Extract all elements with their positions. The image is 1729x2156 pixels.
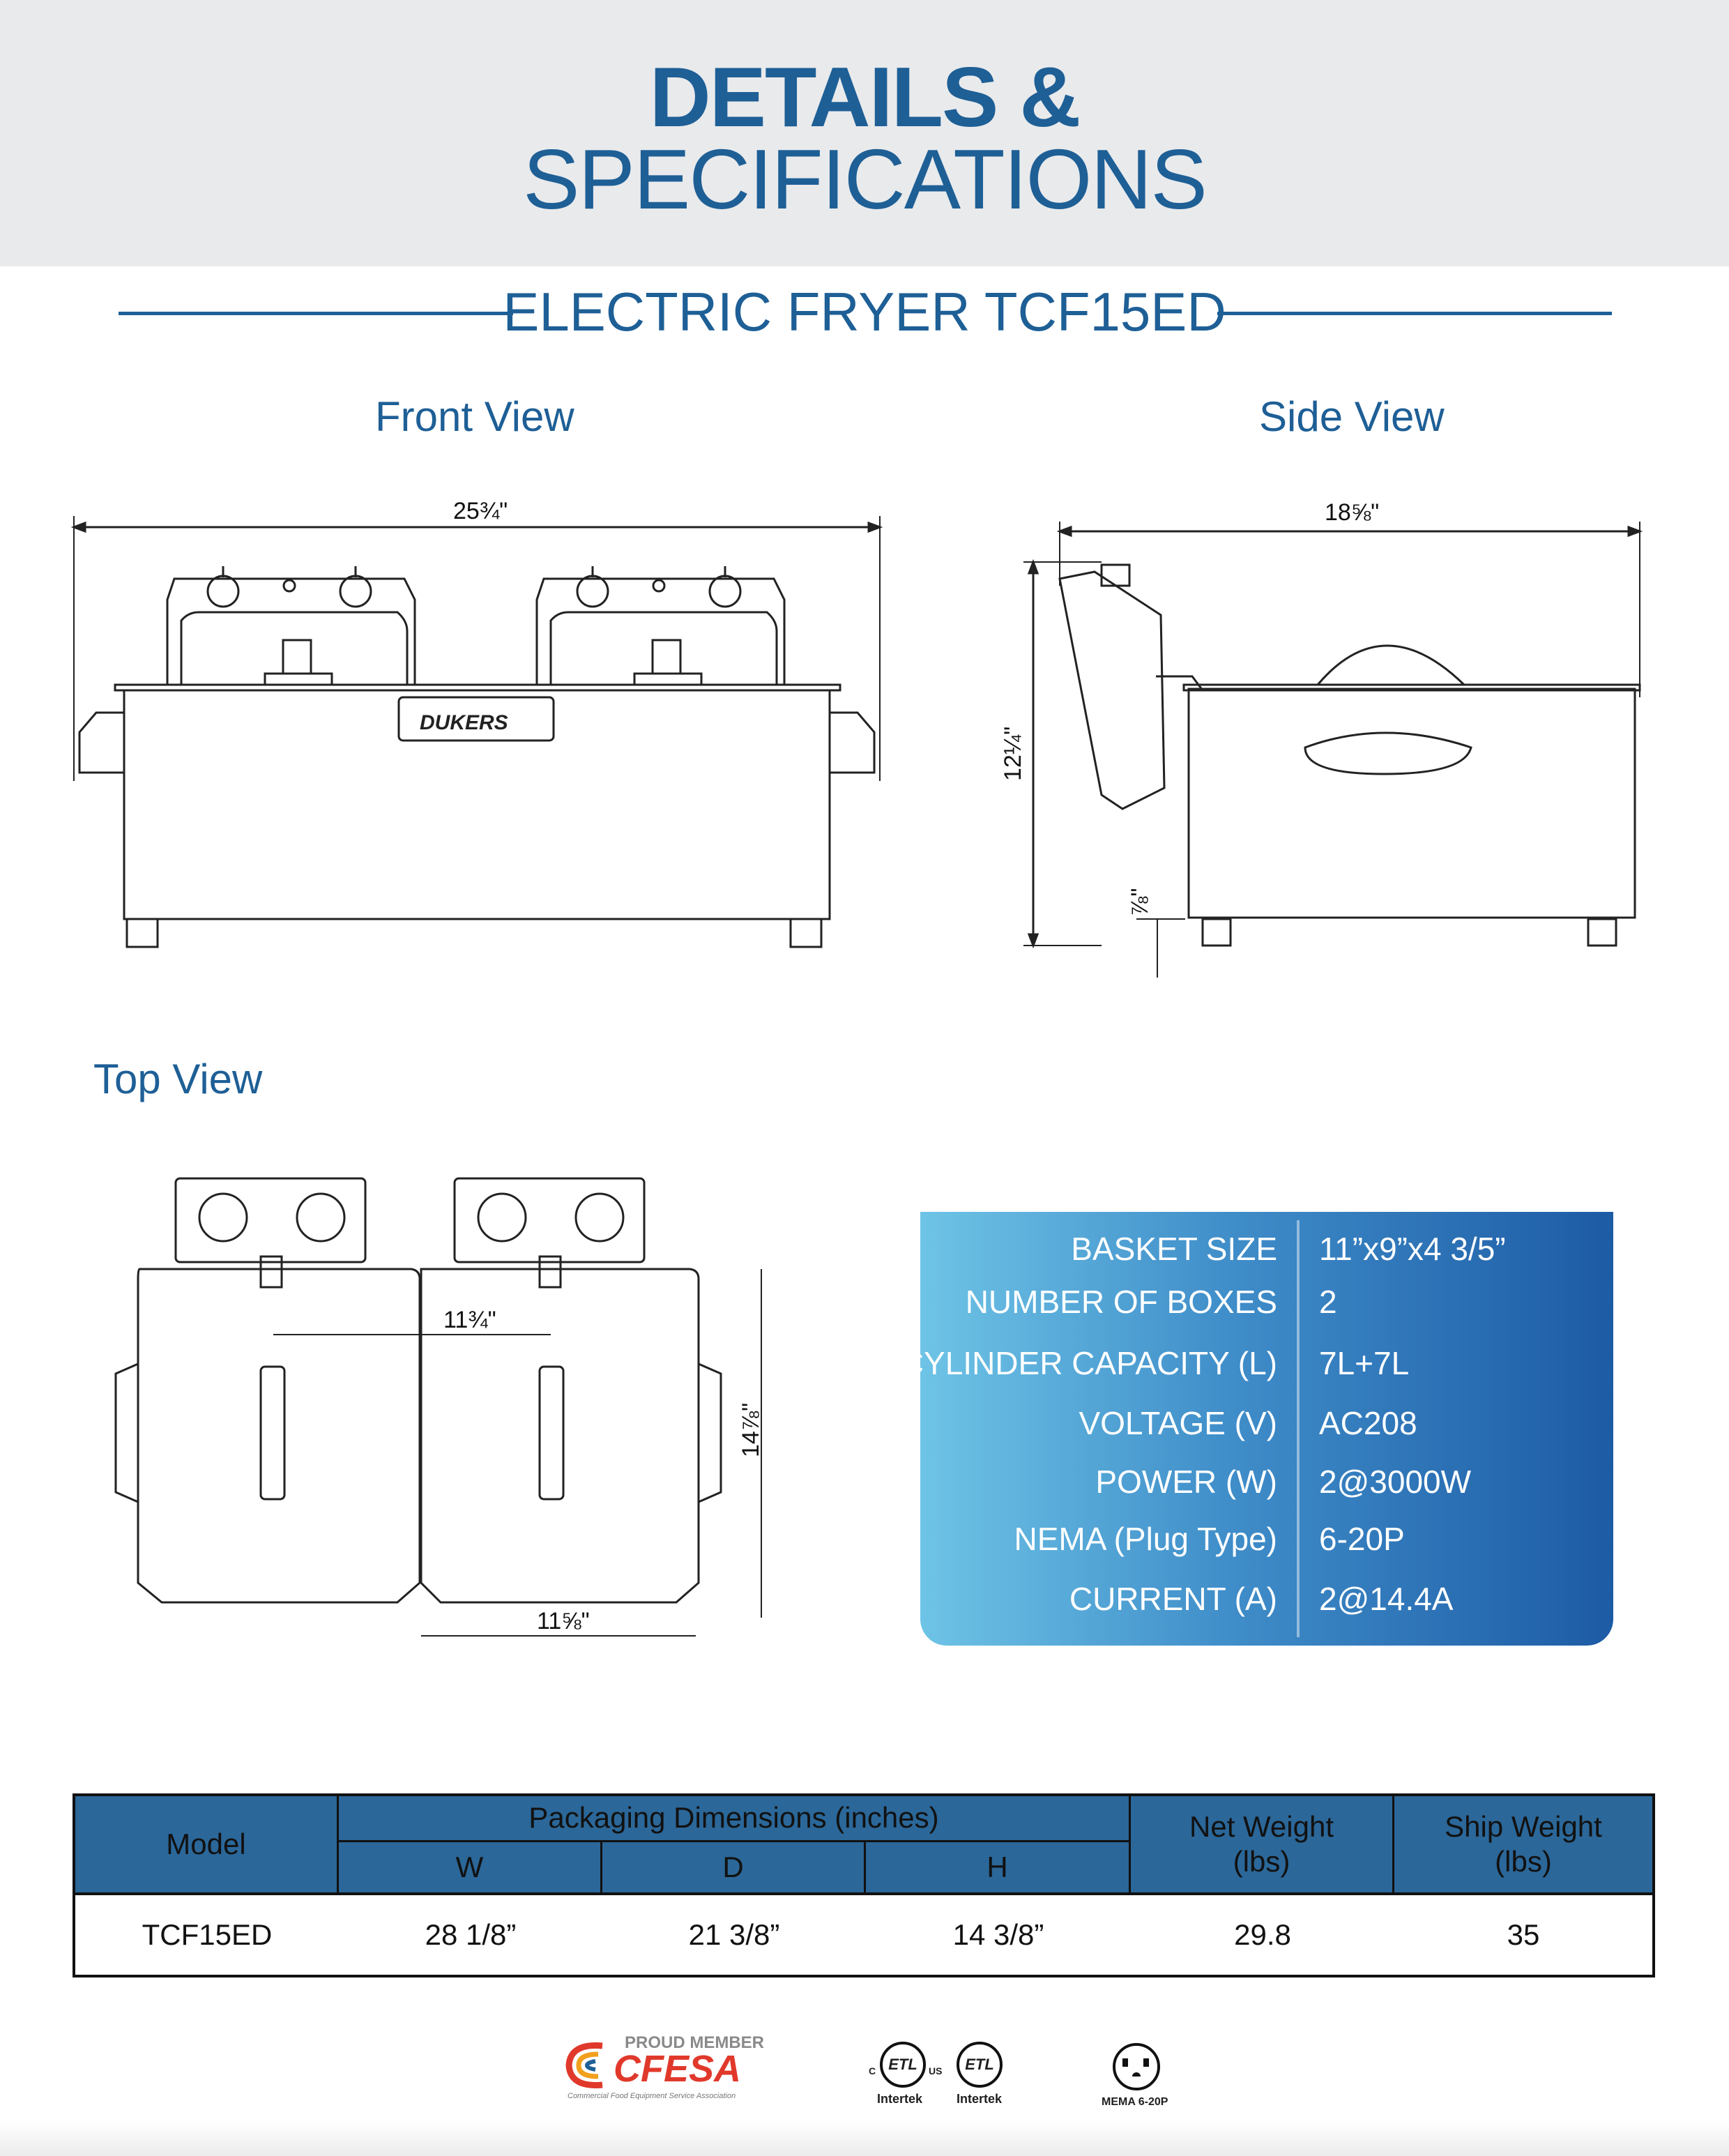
side-height-dimension: 12¼" xyxy=(1000,727,1026,781)
nema-plug-icon xyxy=(1113,2043,1160,2090)
dukers-logo-text: DUKERS xyxy=(420,711,508,734)
front-view-drawing: 25¾" DUKERS xyxy=(70,498,883,948)
spec-label: CURRENT (A) xyxy=(1069,1581,1277,1617)
spec-label: NUMBER OF BOXES xyxy=(965,1284,1277,1320)
table-header-net-weight: Net Weight (lbs) xyxy=(1131,1796,1394,1892)
header-band xyxy=(0,0,1729,266)
spec-divider xyxy=(1297,1220,1300,1637)
spec-value: 11”x9”x4 3/5” xyxy=(1319,1231,1506,1267)
spec-panel: BASKET SIZE 11”x9”x4 3/5” NUMBER OF BOXE… xyxy=(901,1212,1613,1646)
etl-c-us-mark-icon: ETL xyxy=(880,2042,926,2088)
table-header-h: H xyxy=(866,1842,1131,1892)
intertek-label-2: Intertek xyxy=(957,2092,1003,2106)
spec-value: 7L+7L xyxy=(1319,1345,1410,1381)
product-subtitle: ELECTRIC FRYER TCF15ED xyxy=(503,281,1226,342)
cfesa-proud-member: PROUD MEMBER xyxy=(625,2033,765,2052)
cfesa-swirl-icon xyxy=(565,2042,603,2088)
side-depth-dimension: 18⅝" xyxy=(1325,499,1379,526)
intertek-label-1: Intertek xyxy=(877,2092,923,2106)
top-view-label: Top View xyxy=(93,1056,263,1102)
spec-label: VOLTAGE (V) xyxy=(1079,1405,1277,1441)
side-view-drawing: 18⅝" 12¼" ⅞" xyxy=(1000,499,1643,978)
table-header-model: Model xyxy=(75,1796,339,1892)
etl-us-text: US xyxy=(929,2065,943,2077)
page-title-line1: DETAILS & xyxy=(649,50,1081,144)
spec-value: 6-20P xyxy=(1319,1521,1405,1557)
table-cell-ship-weight: 35 xyxy=(1394,1895,1652,1975)
spec-label: CYLINDER CAPACITY (L) xyxy=(900,1345,1277,1381)
spec-label: POWER (W) xyxy=(1095,1464,1277,1500)
side-leg-dimension: ⅞" xyxy=(1127,888,1153,916)
top-inner-dimension: 11¾" xyxy=(443,1307,496,1333)
spec-label: BASKET SIZE xyxy=(1071,1231,1277,1267)
table-header-d: D xyxy=(602,1842,866,1892)
etl-mark-icon: ETL xyxy=(957,2042,1003,2088)
front-width-dimension: 25¾" xyxy=(453,498,508,524)
table-cell-w: 28 1/8” xyxy=(339,1895,602,1975)
top-view-drawing: 11¾" 14⅞" 11⅝" xyxy=(114,1177,764,1637)
subtitle-rule-left xyxy=(119,312,513,315)
spec-value: AC208 xyxy=(1319,1405,1417,1441)
table-header-packaging: Packaging Dimensions (inches) xyxy=(339,1796,1131,1842)
spec-row: CURRENT (A) 2@14.4A xyxy=(920,1574,1613,1623)
table-cell-h: 14 3/8” xyxy=(866,1895,1131,1975)
spec-value: 2@3000W xyxy=(1319,1464,1472,1500)
nema-label: MEMA 6-20P xyxy=(1102,2096,1168,2108)
spec-row: POWER (W) 2@3000W xyxy=(920,1457,1613,1506)
top-depth-dimension: 14⅞" xyxy=(738,1403,764,1457)
spec-label: NEMA (Plug Type) xyxy=(1014,1521,1277,1557)
side-view-label: Side View xyxy=(1259,393,1445,440)
table-cell-model: TCF15ED xyxy=(75,1895,339,1975)
table-cell-d: 21 3/8” xyxy=(602,1895,866,1975)
table-divider xyxy=(75,1892,1652,1895)
table-header-ship-weight: Ship Weight (lbs) xyxy=(1394,1796,1652,1892)
spec-row: BASKET SIZE 11”x9”x4 3/5” xyxy=(920,1224,1613,1273)
spec-row: NEMA (Plug Type) 6-20P xyxy=(920,1514,1613,1563)
etl-c-text: C xyxy=(869,2065,876,2077)
spec-row: NUMBER OF BOXES 2 xyxy=(920,1277,1613,1326)
footer-logos: PROUD MEMBER CFESA Commercial Food Equip… xyxy=(0,2022,1729,2120)
cfesa-name: CFESA xyxy=(614,2048,742,2090)
subtitle-rule-right xyxy=(1217,312,1612,315)
table-header-w: W xyxy=(339,1842,602,1892)
spec-row: CYLINDER CAPACITY (L) 7L+7L xyxy=(901,1339,1613,1388)
cfesa-subtitle: Commercial Food Equipment Service Associ… xyxy=(568,2092,736,2100)
spec-row: VOLTAGE (V) AC208 xyxy=(920,1399,1613,1448)
spec-value: 2@14.4A xyxy=(1319,1581,1454,1617)
spec-value: 2 xyxy=(1319,1284,1337,1320)
top-bottom-dimension: 11⅝" xyxy=(537,1608,590,1634)
footer-gradient xyxy=(0,2120,1729,2156)
front-view-label: Front View xyxy=(375,393,574,440)
table-cell-net-weight: 29.8 xyxy=(1131,1895,1394,1975)
page-title-line2: SPECIFICATIONS xyxy=(523,132,1208,227)
packaging-table: Model Packaging Dimensions (inches) W D … xyxy=(73,1793,1655,1977)
